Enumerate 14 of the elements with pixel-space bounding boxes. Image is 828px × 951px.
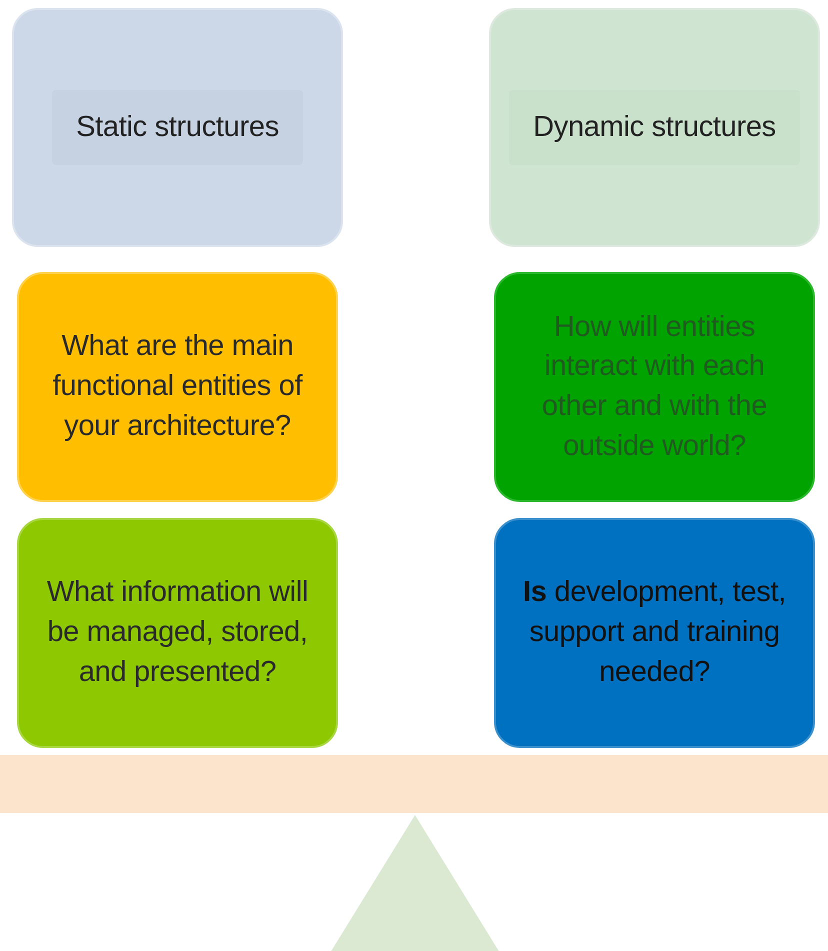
box-text: Is development, test, support and training needed? bbox=[522, 575, 787, 690]
category-box bbox=[489, 8, 820, 247]
question-box bbox=[494, 272, 815, 502]
question-box bbox=[17, 518, 338, 748]
box-text: What information will be managed, stored, and presented? bbox=[46, 575, 310, 690]
box-text: Static structures bbox=[76, 110, 279, 145]
box-text: Dynamic structures bbox=[533, 110, 776, 145]
question-box bbox=[494, 518, 815, 748]
balance-beam bbox=[0, 755, 828, 813]
question-box bbox=[17, 272, 338, 502]
fulcrum-triangle bbox=[330, 813, 500, 951]
category-box bbox=[12, 8, 343, 247]
box-text: What are the main functional entities of your architecture? bbox=[52, 329, 304, 444]
box-text: How will entities interact with each other and with the outside world? bbox=[540, 310, 768, 464]
